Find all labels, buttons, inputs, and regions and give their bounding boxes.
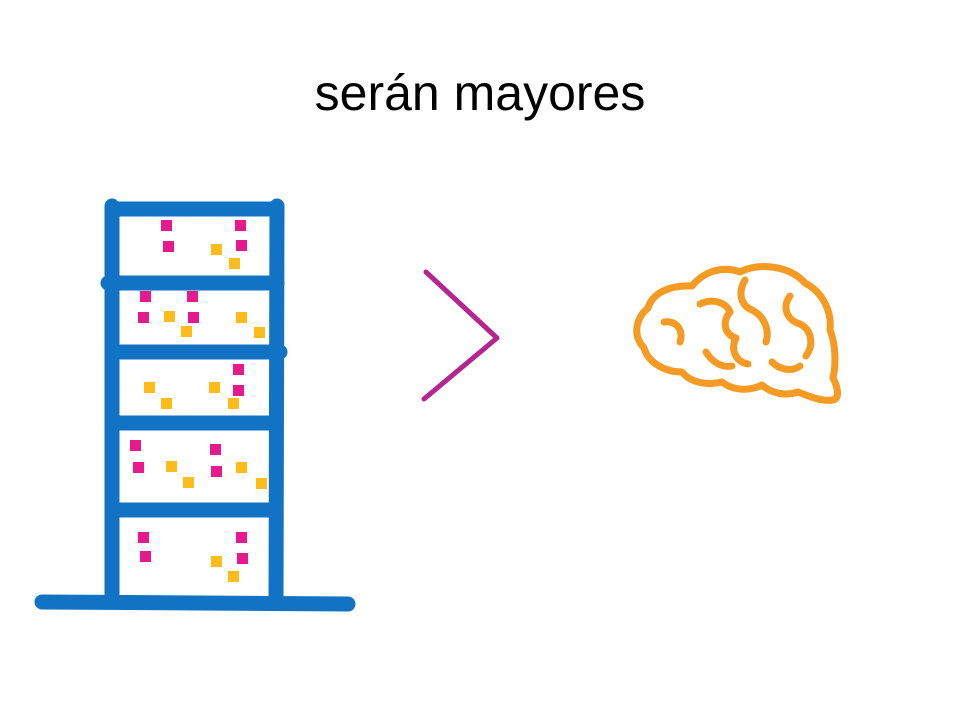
brain-icon xyxy=(633,263,841,404)
post-it-notes xyxy=(130,220,267,582)
building-with-post-its-icon xyxy=(34,198,356,612)
slide-title: serán mayores xyxy=(314,65,646,121)
building-frame xyxy=(34,198,356,612)
greater-than-symbol-icon xyxy=(421,269,500,402)
